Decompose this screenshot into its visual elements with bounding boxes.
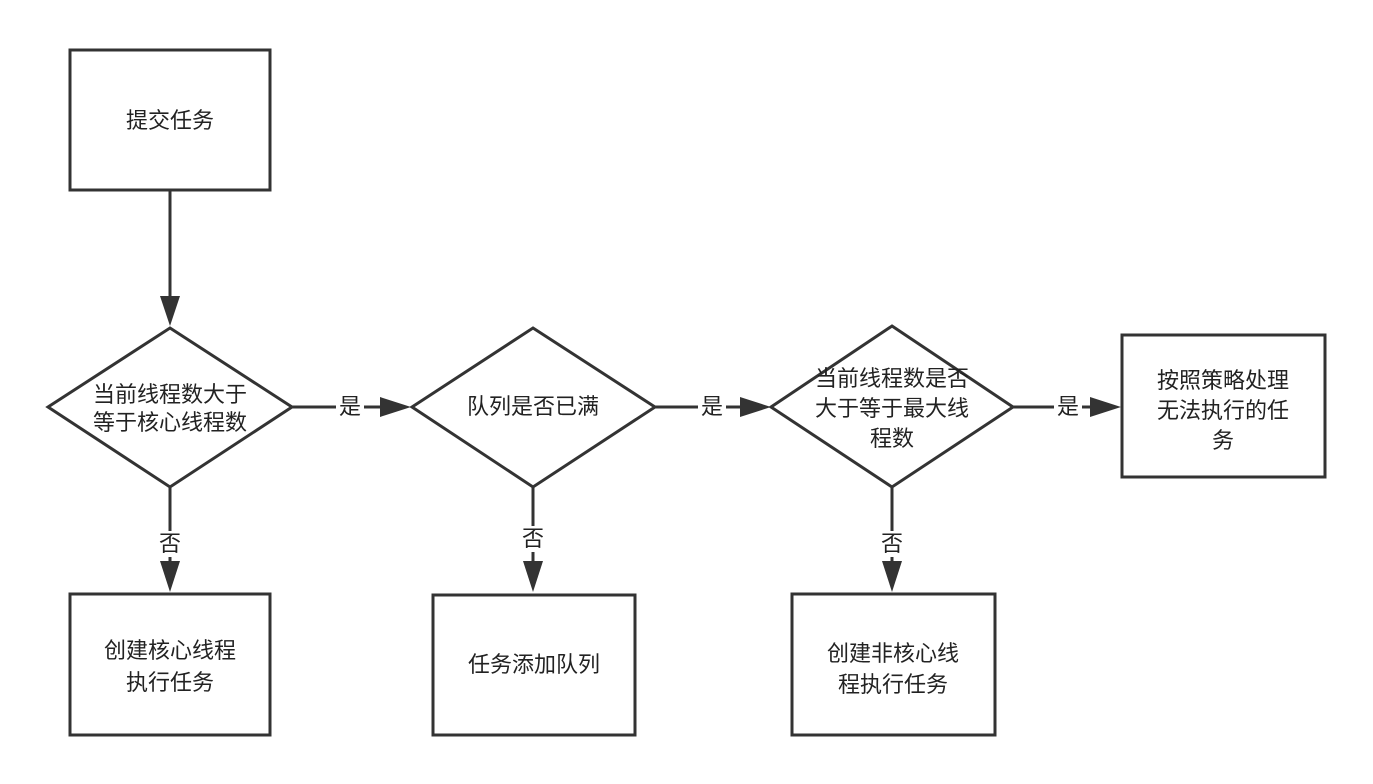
edge-check-core-no: 否 (156, 487, 184, 592)
node-text: 按照策略处理 (1157, 369, 1289, 394)
node-text: 创建非核心线 (827, 642, 959, 667)
node-reject-policy: 按照策略处理 无法执行的任 务 (1120, 333, 1327, 479)
node-text: 当前线程数是否 (815, 367, 969, 392)
edge-submit-to-check-core (160, 190, 180, 326)
node-submit-task: 提交任务 (68, 48, 272, 192)
arrowhead-icon (380, 397, 411, 417)
edge-queue-full-yes: 是 (655, 394, 771, 420)
node-text: 提交任务 (126, 109, 214, 134)
edge-check-max-yes: 是 (1013, 394, 1121, 420)
node-text: 务 (1212, 429, 1234, 454)
edge-label-no: 否 (159, 532, 181, 557)
edge-label-yes: 是 (1057, 395, 1079, 420)
node-text: 无法执行的任 (1157, 399, 1289, 424)
edge-label-no: 否 (881, 532, 903, 557)
arrowhead-icon (160, 296, 180, 326)
arrowhead-icon (740, 397, 771, 417)
node-text: 任务添加队列 (468, 653, 600, 678)
node-text: 执行任务 (126, 671, 214, 696)
node-create-noncore-thread: 创建非核心线 程执行任务 (790, 592, 997, 737)
node-text: 大于等于最大线 (815, 397, 969, 422)
node-create-core-thread: 创建核心线程 执行任务 (68, 592, 272, 737)
edge-label-yes: 是 (339, 395, 361, 420)
edge-check-core-yes: 是 (292, 394, 411, 420)
arrowhead-icon (523, 561, 543, 592)
edge-check-max-no: 否 (878, 487, 906, 592)
node-text: 等于核心线程数 (93, 411, 247, 436)
node-add-to-queue: 任务添加队列 (431, 593, 637, 737)
edge-label-yes: 是 (701, 395, 723, 420)
node-text: 当前线程数大于 (93, 383, 247, 408)
decision-check-core: 当前线程数大于 等于核心线程数 (45, 326, 295, 489)
decision-check-max: 当前线程数是否 大于等于最大线 程数 (768, 324, 1016, 489)
node-text: 程执行任务 (838, 673, 948, 698)
node-text: 队列是否已满 (467, 395, 599, 420)
node-text: 程数 (870, 427, 914, 452)
arrowhead-icon (160, 561, 180, 592)
edge-label-no: 否 (522, 527, 544, 552)
edge-queue-full-no: 否 (519, 487, 547, 592)
decision-queue-full: 队列是否已满 (409, 326, 658, 489)
arrowhead-icon (1090, 397, 1121, 417)
node-text: 创建核心线程 (104, 639, 236, 664)
arrowhead-icon (882, 561, 902, 592)
